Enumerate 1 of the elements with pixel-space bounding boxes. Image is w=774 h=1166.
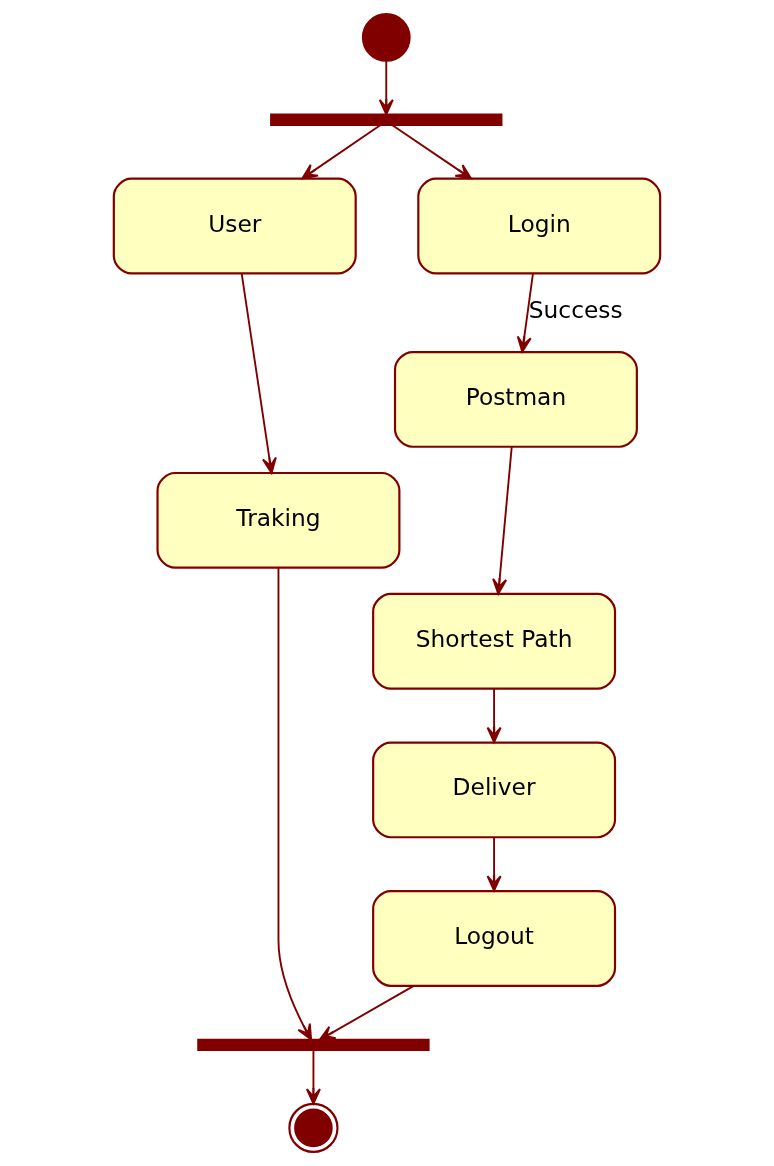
edge-label: Success (528, 296, 623, 324)
